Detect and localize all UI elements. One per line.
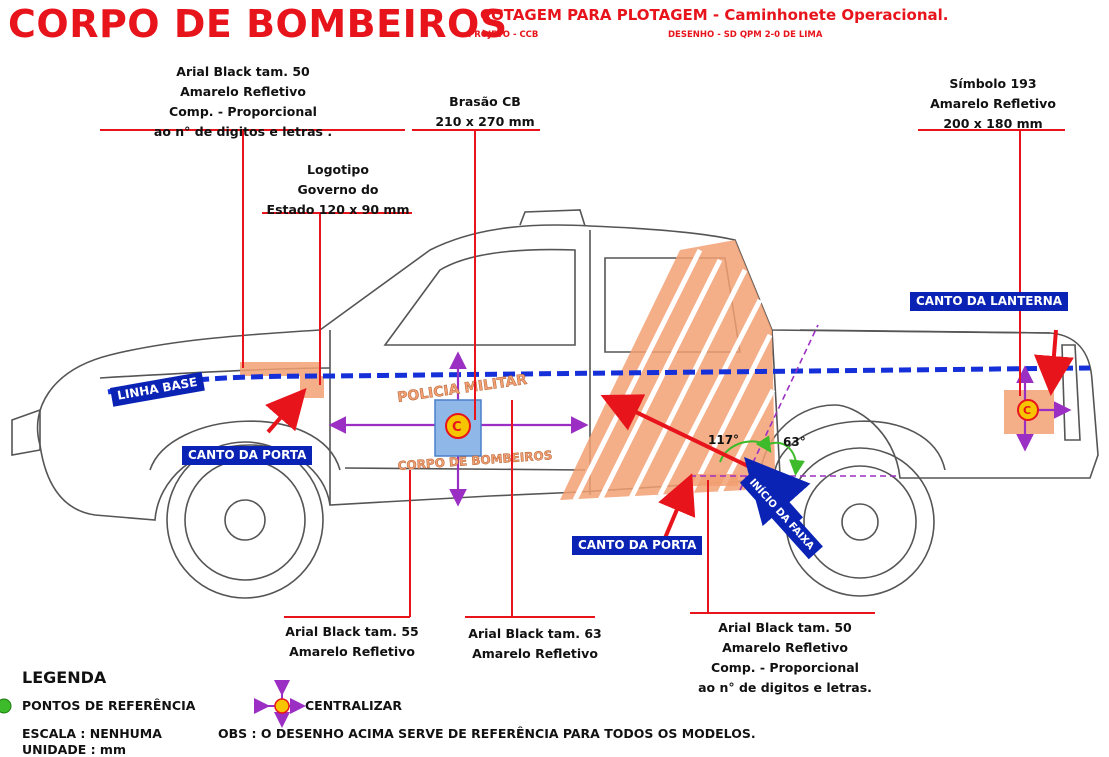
label-canto-porta-1: CANTO DA PORTA	[182, 446, 313, 465]
symbol-193	[1017, 399, 1039, 421]
note-logo: Logotipo Governo do Estado 120 x 90 mm	[266, 162, 410, 217]
emblem-letter: C	[452, 420, 462, 435]
legend-title: LEGENDA	[22, 668, 107, 687]
note-symbol: Símbolo 193 Amarelo Refletivo 200 x 180 …	[930, 76, 1056, 131]
header-title: CORPO DE BOMBEIROS	[8, 2, 508, 46]
ref-point-icon	[0, 698, 12, 714]
note-brasao: Brasão CB 210 x 270 mm	[435, 94, 535, 129]
legend-scale: ESCALA : NENHUMA	[22, 726, 162, 741]
header-subtitle: COTAGEM PARA PLOTAGEM - Caminhonete Oper…	[480, 6, 949, 24]
note-bottom-50: Arial Black tam. 50 Amarelo Refletivo Co…	[698, 620, 872, 695]
note-top-left: Arial Black tam. 50 Amarelo Refletivo Co…	[153, 64, 333, 139]
drawing-credit: DESENHO - SD QPM 2-0 DE LIMA	[668, 30, 823, 40]
pad-top	[240, 362, 320, 376]
note-bottom-63: Arial Black tam. 63 Amarelo Refletivo	[468, 626, 602, 661]
centralize-icon	[254, 680, 306, 728]
red-arrows	[265, 329, 1074, 539]
legend-ref-points: PONTOS DE REFERÊNCIA	[22, 698, 196, 713]
leader-lines	[100, 129, 1065, 618]
truck-outline	[11, 209, 1099, 521]
pad-rear	[690, 474, 738, 486]
legend-unit: UNIDADE : mm	[22, 742, 126, 757]
legend-centralize: CENTRALIZAR	[305, 698, 402, 713]
angle-63: 63°	[783, 435, 806, 449]
note-bottom-55: Arial Black tam. 55 Amarelo Refletivo	[285, 624, 419, 659]
project-credit: PROJETO - CCB	[468, 30, 539, 40]
angle-117: 117°	[708, 433, 739, 447]
label-canto-porta-2: CANTO DA PORTA	[572, 536, 703, 555]
symbol-letter: C	[1023, 404, 1031, 417]
legend-obs: OBS : O DESENHO ACIMA SERVE DE REFERÊNCI…	[218, 726, 756, 741]
label-canto-lanterna: CANTO DA LANTERNA	[910, 292, 1069, 311]
